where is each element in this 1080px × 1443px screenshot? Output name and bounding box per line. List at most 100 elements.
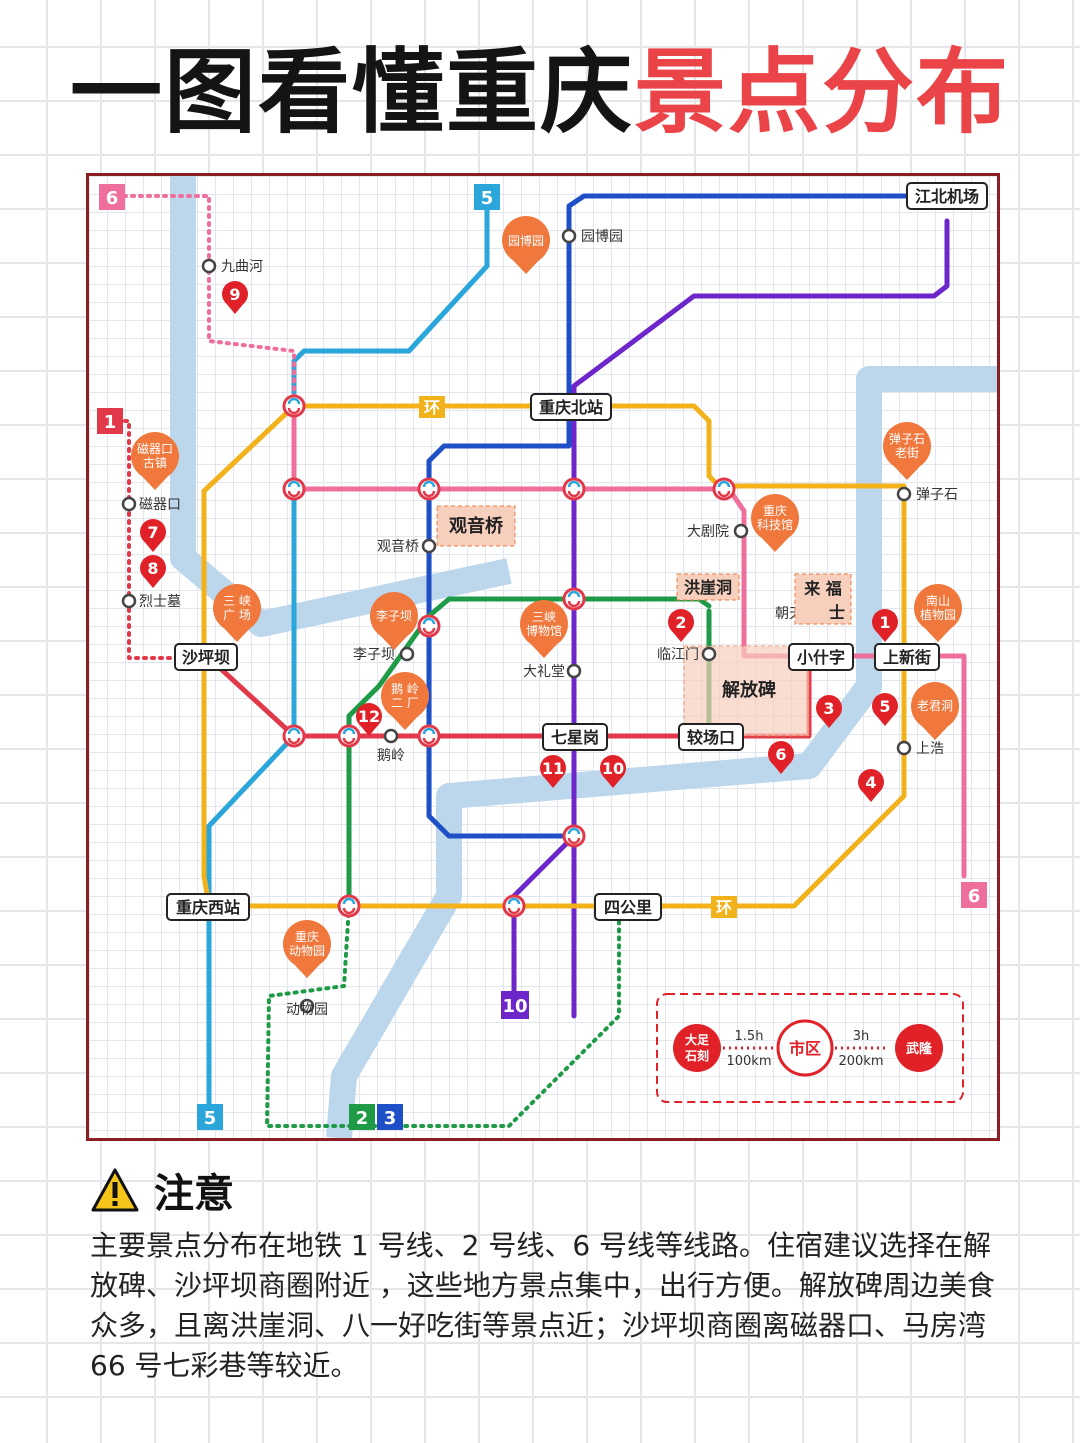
station-jiangbei-airport[interactable]: 江北机场 [915,187,979,206]
poi-6: 6 [768,741,794,774]
station-guanyinqiao[interactable]: 观音桥 [377,538,419,555]
legend-dist2: 200km [838,1054,883,1069]
loop-line-track [201,403,907,909]
station-dongwuyuan[interactable]: 动物园 [286,1002,328,1018]
line-5-track [206,203,490,1109]
poi-5: 5 [872,693,898,726]
area-jiefangbei: 解放碑 [722,679,776,701]
distance-legend: 大足 石刻 1.5h 100km 市区 3h 200km 武隆 [656,993,964,1103]
jialing-river [170,176,512,637]
badge-line2: 2 [356,1108,369,1129]
line-3-track [426,403,572,839]
loop-label-top: 环 [424,398,440,417]
notice-section: 注意 主要景点分布在地铁 1 号线、2 号线、6 号线等线路。住宿建议选择在解放… [90,1162,1010,1386]
svg-text:磁器口古镇: 磁器口古镇 [137,441,173,470]
station-shangshao[interactable]: 上浩 [916,741,944,757]
station-dajuyuan[interactable]: 大剧院 [687,524,729,540]
yangtze-river [326,366,997,1138]
station-yuanboyuan[interactable]: 园博园 [581,228,623,245]
pin-liziba: 李子坝 [370,592,418,650]
area-laifushi: 来 福 [803,579,842,598]
badge-line6-top: 6 [106,188,119,209]
pin-danzishi-street: 弹子石老街 [883,422,931,480]
badge-line10: 10 [502,996,527,1017]
station-ciqikou[interactable]: 磁器口 [139,497,181,513]
svg-text:5: 5 [879,697,890,716]
line-6-north-dotted [122,194,296,408]
line-2-3-dotted [265,904,621,1128]
page-title: 一图看懂重庆景点分布 [0,38,1080,148]
pin-science-museum: 重庆科技馆 [751,494,799,552]
svg-text:6: 6 [775,745,786,764]
legend-city: 市区 [789,1039,821,1058]
poi-1: 1 [872,609,898,642]
line-10-south-track [511,833,577,999]
station-qixinggang[interactable]: 七星岗 [551,728,599,747]
svg-text:弹子石老街: 弹子石老街 [889,432,925,460]
pin-laojundong: 老君洞 [911,682,959,740]
legend-dazu-dot [673,1024,721,1072]
legend-wulong: 武隆 [906,1041,933,1057]
poi-10: 10 [600,755,626,788]
attraction-pins: 园博园 磁器口古镇 三 峡广 场 李子坝 三峡博物馆 鹅 岭二 厂 重庆科技馆 … [131,216,962,978]
notice-body: 主要景点分布在地铁 1 号线、2 号线、6 号线等线路。住宿建议选择在解放碑、沙… [90,1229,995,1382]
badge-line6-bottom: 6 [968,886,981,907]
svg-text:1: 1 [879,613,890,632]
poi-12: 12 [356,703,382,736]
title-part-black: 一图看懂重庆 [69,39,634,146]
pin-eling-factory: 鹅 岭二 厂 [381,672,429,730]
poi-3: 3 [816,695,842,728]
loop-label-bottom: 环 [716,898,732,917]
poi-11: 11 [540,755,566,788]
poi-4: 4 [858,769,884,802]
badge-line3: 3 [384,1108,397,1129]
station-danzishi[interactable]: 弹子石 [916,487,958,503]
station-eling[interactable]: 鹅岭 [377,747,405,764]
station-shapingba[interactable]: 沙坪坝 [182,648,230,667]
station-jiuquhe[interactable]: 九曲河 [221,259,263,275]
svg-text:李子坝: 李子坝 [376,608,412,623]
station-sigongli[interactable]: 四公里 [604,898,652,917]
title-part-red: 景点分布 [634,39,1011,146]
station-linjiangmen[interactable]: 临江门 [657,647,699,663]
station-dalitang[interactable]: 大礼堂 [523,664,565,680]
poi-markers: 9 7 8 12 2 1 3 5 6 4 11 10 [140,281,898,802]
svg-text:三 峡广 场: 三 峡广 场 [223,594,251,622]
legend-time1: 1.5h [735,1029,764,1044]
station-chongqing-west[interactable]: 重庆西站 [176,898,240,917]
pin-nanshan-garden: 南山植物园 [914,584,962,642]
poi-2: 2 [668,609,694,642]
pin-sanxia-museum: 三峡博物馆 [520,600,568,658]
station-shangxinjie[interactable]: 上新街 [883,648,931,667]
svg-text:南山植物园: 南山植物园 [920,593,956,622]
svg-text:4: 4 [865,773,876,792]
line-badges: 6 5 1 6 5 2 3 10 环 环 [97,184,987,1130]
station-lieshimu[interactable]: 烈士墓 [139,594,181,610]
svg-text:三峡博物馆: 三峡博物馆 [526,610,562,638]
legend-dist1: 100km [726,1054,771,1069]
station-xiaoshizi[interactable]: 小什字 [797,648,845,667]
area-guanyinqiao: 观音桥 [449,515,504,537]
svg-text:重庆科技馆: 重庆科技馆 [757,504,793,532]
badge-line5-bottom: 5 [204,1108,217,1129]
poi-7: 7 [140,519,166,552]
svg-text:3: 3 [823,699,834,718]
metro-map[interactable]: 江北机场 重庆北站 沙坪坝 小什字 上新街 七星岗 较场口 重庆西站 四公里 园… [86,173,1000,1141]
area-laifushi-b: 士 [829,603,845,622]
station-jiaochangkou[interactable]: 较场口 [687,728,735,747]
station-liziba[interactable]: 李子坝 [353,647,395,663]
svg-text:10: 10 [602,759,624,778]
area-hongyadong: 洪崖洞 [684,578,732,597]
svg-text:2: 2 [675,613,686,632]
pin-yuanboyuan: 园博园 [502,216,550,274]
svg-text:老君洞: 老君洞 [917,699,953,713]
svg-text:8: 8 [147,559,158,578]
poi-8: 8 [140,555,166,588]
svg-text:鹅 岭二 厂: 鹅 岭二 厂 [391,682,419,710]
legend-dazu-b: 石刻 [684,1048,709,1063]
svg-text:9: 9 [229,285,240,304]
poi-9: 9 [222,281,248,314]
svg-text:12: 12 [358,707,380,726]
svg-text:重庆动物园: 重庆动物园 [289,930,325,958]
station-chongqing-north[interactable]: 重庆北站 [539,398,603,417]
